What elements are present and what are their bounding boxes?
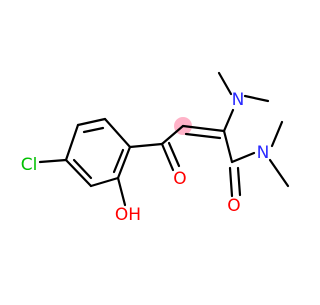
amide-co-bond-2 <box>236 166 242 197</box>
ring-inner-bond-a <box>82 126 105 134</box>
enamine-n-bond <box>222 108 235 133</box>
enamine-methyl-1 <box>243 94 270 103</box>
ring-bond-c1-c2 <box>76 117 107 127</box>
ring-inner-bond-c <box>72 158 93 180</box>
hydroxyl-bond <box>116 176 127 207</box>
ring-bond-c5-c6 <box>64 158 93 188</box>
structure-drawing: Cl OH O O N N <box>21 71 290 225</box>
amide-oxygen-label: O <box>227 196 240 216</box>
enamine-methyl-2 <box>217 71 233 96</box>
hydroxyl-label: OH <box>115 205 141 225</box>
ring-to-carbonyl-bond <box>128 142 164 149</box>
chlorine-label: Cl <box>21 155 38 175</box>
chlorine-bond <box>38 158 68 164</box>
ring-bond-c3-c4 <box>116 145 132 180</box>
vinyl-double-bond-2 <box>184 132 222 140</box>
amide-co-bond-1 <box>228 166 234 198</box>
ring-bond-c4-c5 <box>89 176 120 188</box>
enamine-nitrogen-label: N <box>232 90 245 110</box>
ring-bond-c2-c3 <box>103 117 132 149</box>
amide-carbonyl-carbon-bond <box>222 129 234 164</box>
ketone-bond-2 <box>167 141 181 168</box>
ring-bond-c6-c1 <box>64 123 80 162</box>
molecule-diagram: Cl OH O O N N <box>21 71 290 225</box>
vinyl-single-bond <box>160 124 185 146</box>
vinyl-double-bond-1 <box>181 124 226 133</box>
amide-cn-bond <box>230 151 256 164</box>
amide-nitrogen-label: N <box>257 143 270 163</box>
amide-methyl-2 <box>268 158 290 188</box>
ring-inner-bond-b <box>112 148 125 174</box>
amide-methyl-1 <box>270 120 284 148</box>
ketone-oxygen-label: O <box>173 169 186 189</box>
bond-layer <box>38 71 290 207</box>
ketone-bond-1 <box>160 142 175 172</box>
